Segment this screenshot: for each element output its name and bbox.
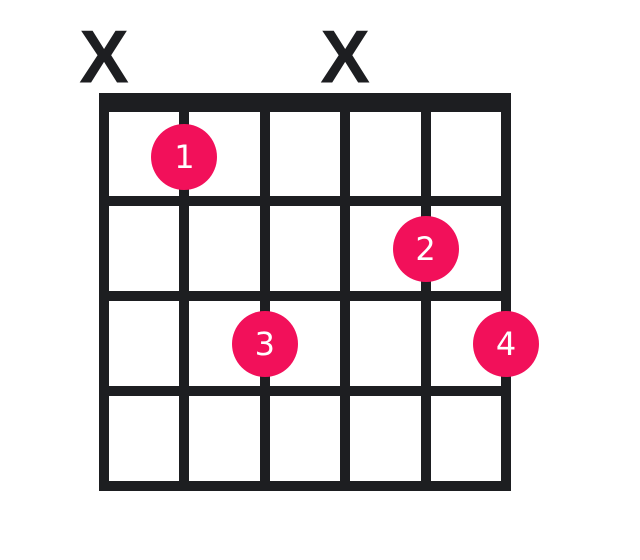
fret-line-2 bbox=[99, 291, 511, 301]
fret-line-3 bbox=[99, 386, 511, 396]
finger-dot-label: 3 bbox=[254, 324, 275, 363]
finger-dot-1: 1 bbox=[151, 123, 218, 190]
fret-line-4 bbox=[99, 481, 511, 491]
fret-line-1 bbox=[99, 196, 511, 206]
finger-dot-label: 4 bbox=[495, 324, 517, 363]
finger-dot-2: 2 bbox=[392, 215, 459, 282]
finger-dot-label: 2 bbox=[415, 229, 436, 268]
muted-string-marker-1: X bbox=[78, 14, 130, 99]
nut-bar bbox=[99, 93, 511, 112]
muted-string-marker-4: X bbox=[320, 14, 371, 99]
finger-dot-3: 3 bbox=[231, 310, 298, 377]
finger-dot-label: 1 bbox=[174, 137, 195, 176]
finger-dot-4: 4 bbox=[473, 310, 539, 377]
